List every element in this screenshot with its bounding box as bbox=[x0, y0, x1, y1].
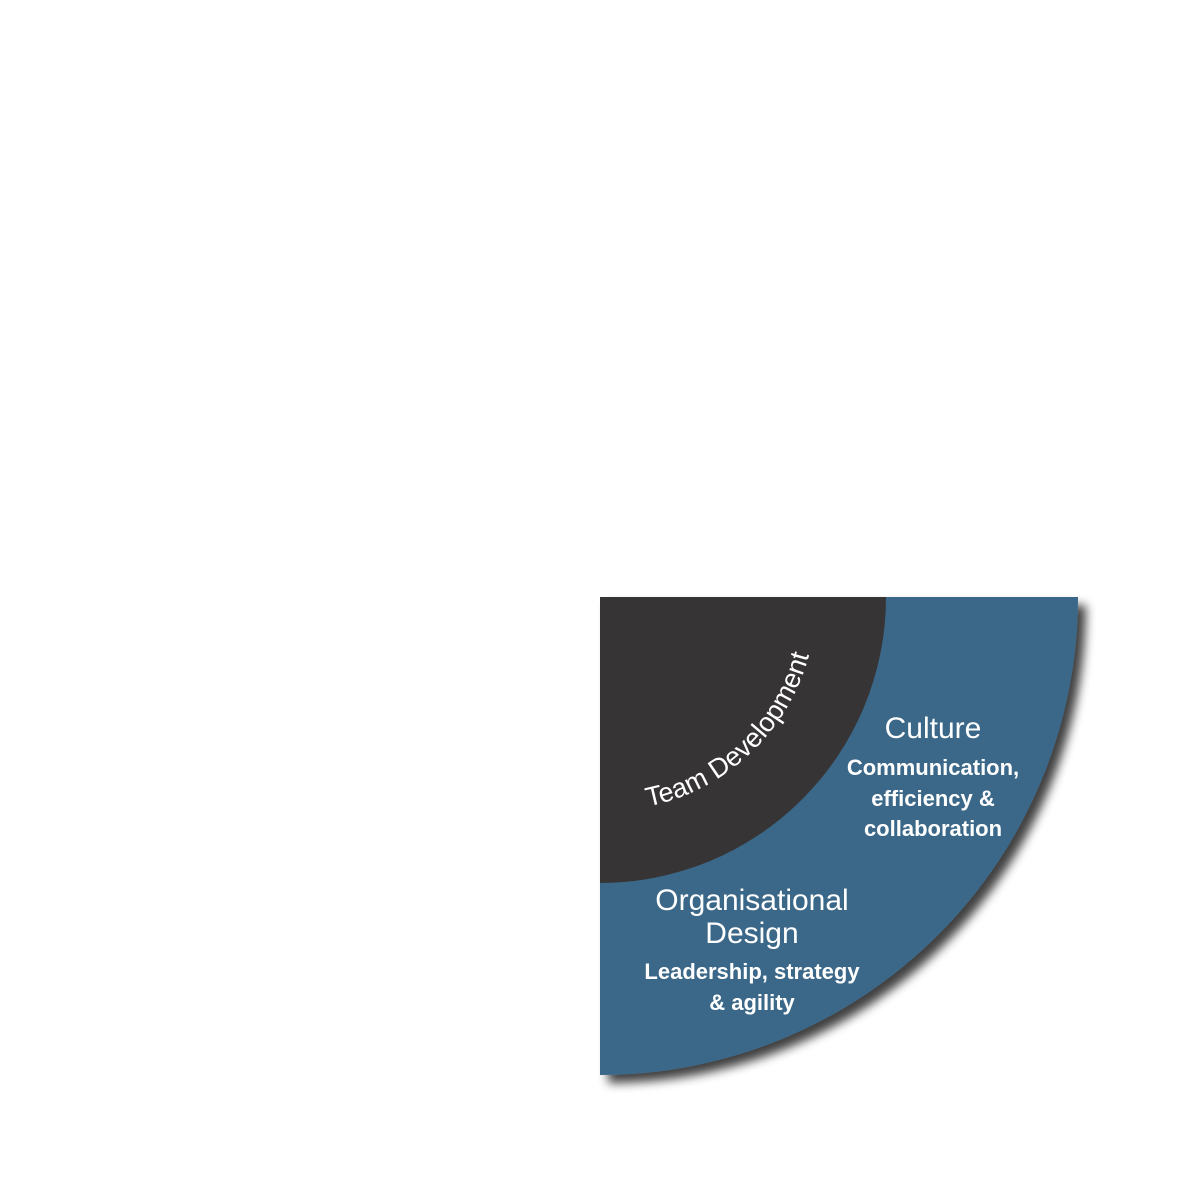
culture-subtitle-line-2: efficiency & bbox=[871, 786, 995, 811]
organisational-design-section: Organisational Design Leadership, strate… bbox=[644, 884, 860, 1015]
culture-section: Culture Communication, efficiency & coll… bbox=[847, 712, 1019, 841]
culture-subtitle-line-1: Communication, bbox=[847, 755, 1019, 780]
org-design-title-line-1: Organisational bbox=[655, 884, 848, 917]
org-design-subtitle-line-2: & agility bbox=[709, 990, 795, 1015]
inner-quarter-segment-team-development bbox=[600, 597, 886, 883]
culture-title: Culture bbox=[885, 712, 982, 745]
org-design-title-line-2: Design bbox=[705, 917, 798, 950]
org-design-subtitle-line-1: Leadership, strategy bbox=[644, 959, 860, 984]
culture-subtitle-line-3: collaboration bbox=[864, 816, 1002, 841]
